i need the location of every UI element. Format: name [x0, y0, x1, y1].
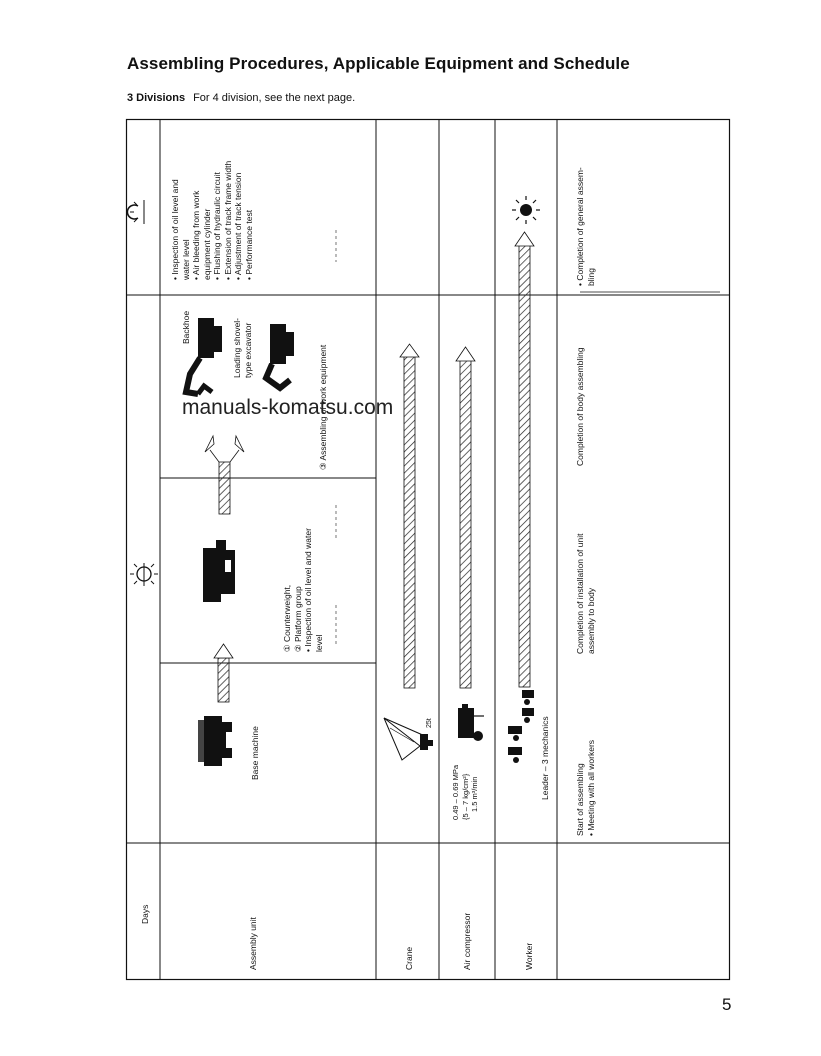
assembly-arrow-1 [213, 643, 234, 703]
worker-arrow [514, 231, 535, 688]
backhoe-label: Backhoe [181, 310, 191, 344]
base-machine-image [198, 716, 234, 766]
loading-shovel-label: Loading shovel- type excavator [232, 317, 253, 378]
air-compressor-label: Air compressor [462, 912, 472, 970]
page-title: Assembling Procedures, Applicable Equipm… [127, 54, 630, 73]
crane-image [383, 717, 433, 761]
crane-capacity: 25t [426, 718, 433, 728]
watermark: manuals-komatsu.com [182, 396, 394, 419]
milestone-general: • Completion of general assem- bling [575, 167, 596, 286]
crane-arrow [399, 343, 420, 689]
sunset-icon [512, 196, 540, 224]
crane-label: Crane [404, 946, 414, 970]
compressor-spec: 0.49 – 0.69 MPa {5 – 7 kg/cm²} 1.5 m³/mi… [451, 764, 479, 820]
machine-counterweight-image [203, 540, 235, 602]
worker-label: Worker [524, 942, 534, 970]
step1-items: ① Counterweight, ② Platform group • Insp… [282, 528, 324, 652]
worker-crew-label: Leader – 3 mechanics [540, 716, 550, 800]
compressor-arrow [455, 346, 476, 689]
milestone-body: Completion of body assembling [575, 347, 585, 466]
assembly-unit-label: Assembly unit [248, 917, 258, 970]
workers-image [508, 690, 534, 763]
sunrise-icon [130, 563, 158, 586]
sunrise-icon-day2 [126, 200, 145, 224]
table-border [125, 118, 731, 981]
air-compressor-image [458, 704, 484, 741]
backhoe-image [182, 318, 222, 397]
milestone-start: Start of assembling • Meeting with all w… [575, 739, 596, 836]
division-note: For 4 division, see the next page. [193, 92, 356, 104]
page-number: 5 [722, 995, 732, 1014]
loading-shovel-image [262, 324, 294, 392]
days-label: Days [140, 904, 150, 924]
assembly-arrow-fork [204, 434, 245, 515]
division-subtitle: 3 Divisions For 4 division, see the next … [127, 92, 355, 104]
milestone-install: Completion of installation of unit assem… [575, 533, 596, 655]
day2-checks: • Inspection of oil level and water leve… [170, 160, 254, 280]
base-machine-label: Base machine [250, 726, 260, 780]
division-label: 3 Divisions [127, 92, 186, 104]
